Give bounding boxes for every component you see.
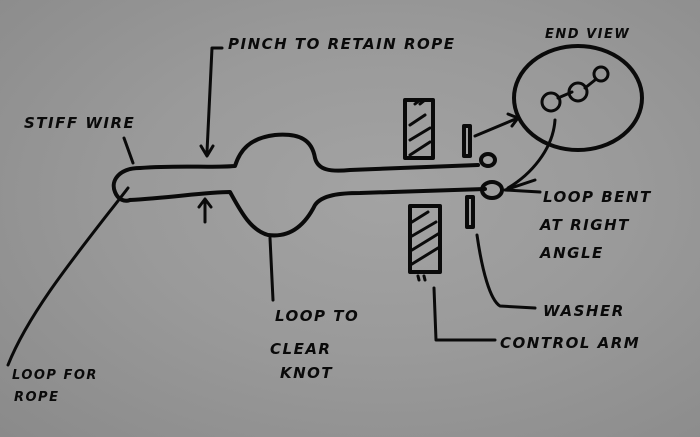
- end-view-leader: [506, 118, 557, 190]
- end-view-loop-3: [592, 65, 610, 83]
- upper-end-loop: [479, 152, 497, 168]
- label-pinch: Pinch to retain rope: [228, 35, 456, 53]
- label-washer: Washer: [543, 302, 625, 320]
- stiff-wire-upper: [138, 132, 480, 173]
- washer-leader: [475, 233, 537, 310]
- pinch-arrow-down: [199, 144, 215, 158]
- rope-loop-leader: [6, 186, 130, 367]
- end-view-loop-1: [540, 91, 562, 113]
- pinch-arrow-up: [197, 197, 213, 224]
- label-end-view: End view: [545, 27, 631, 42]
- label-loop-rope-2: rope: [14, 390, 60, 405]
- hatch-upper: [408, 98, 432, 157]
- hatch-dots: [416, 274, 427, 282]
- stiff-wire-lower: [128, 187, 487, 238]
- label-loop-bent-1: Loop bent: [543, 188, 652, 206]
- label-loop-bent-2: at right: [540, 216, 630, 234]
- control-arm-lower: [408, 204, 442, 274]
- end-view-arrow: [473, 112, 520, 138]
- pinch-leader: [205, 46, 224, 154]
- label-loop-clear-1: Loop to: [275, 307, 360, 325]
- knot-loop-leader: [268, 236, 275, 302]
- label-loop-clear-2: clear: [270, 340, 332, 358]
- washer-upper: [462, 124, 472, 158]
- control-arm-leader: [432, 286, 497, 342]
- label-control-arm: Control arm: [500, 334, 641, 352]
- label-stiff-wire: Stiff wire: [24, 114, 136, 132]
- end-view-circle: [512, 44, 644, 152]
- bent-loop: [480, 180, 504, 200]
- hatch-lower: [410, 210, 440, 266]
- washer-lower: [465, 195, 475, 229]
- label-loop-clear-3: knot: [280, 364, 334, 382]
- stiff-wire-leader: [122, 136, 135, 165]
- end-view-link: [556, 78, 597, 100]
- rope-loop: [111, 166, 142, 203]
- label-loop-rope-1: Loop for: [12, 368, 98, 383]
- label-loop-bent-3: angle: [540, 244, 604, 262]
- loop-bent-leader: [503, 178, 542, 194]
